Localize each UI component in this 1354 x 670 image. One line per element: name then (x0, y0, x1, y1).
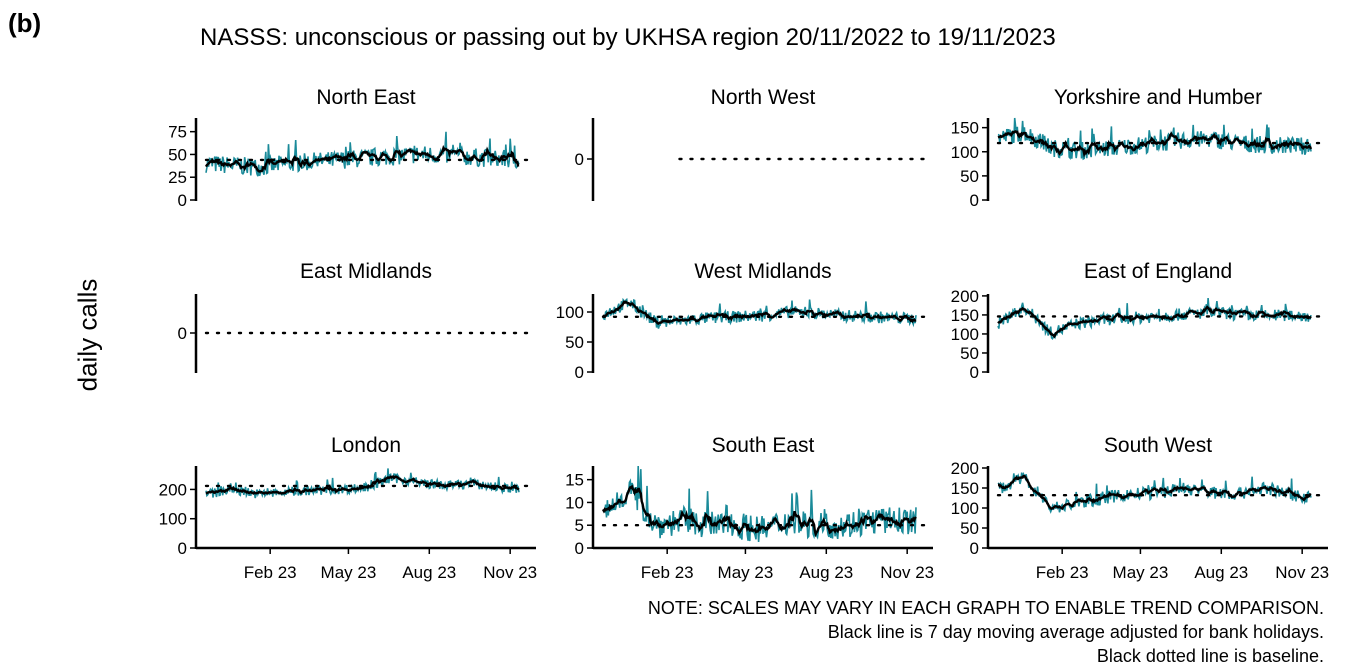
x-tick-label-south-east-nov-23: Nov 23 (880, 563, 934, 582)
y-tick-label-north-east-50: 50 (168, 145, 187, 164)
moving-average-line-west-midlands (602, 300, 917, 325)
y-tick-label-east-of-england-100: 100 (951, 325, 979, 344)
x-tick-label-london-may-23: May 23 (321, 563, 377, 582)
x-tick-label-london-feb-23: Feb 23 (244, 563, 297, 582)
x-tick-label-south-west-may-23: May 23 (1113, 563, 1169, 582)
note-scales: NOTE: SCALES MAY VARY IN EACH GRAPH TO E… (647, 598, 1324, 618)
x-tick-label-south-west-feb-23: Feb 23 (1036, 563, 1089, 582)
x-tick-label-london-aug-23: Aug 23 (402, 563, 456, 582)
moving-average-line-south-east (601, 484, 917, 538)
y-tick-label-east-of-england-0: 0 (970, 363, 979, 382)
y-tick-label-london-200: 200 (159, 480, 187, 499)
chart-title-north-west: North West (711, 86, 816, 109)
y-tick-label-west-midlands-100: 100 (556, 303, 584, 322)
y-tick-label-yorkshire-and-humber-100: 100 (951, 143, 979, 162)
y-tick-label-west-midlands-0: 0 (575, 363, 584, 382)
chart-title-south-west: South West (1104, 434, 1212, 457)
figure-notes: NOTE: SCALES MAY VARY IN EACH GRAPH TO E… (648, 596, 1324, 668)
x-tick-label-south-east-aug-23: Aug 23 (799, 563, 853, 582)
chart-yorkshire-and-humber: Yorkshire and Humber 0 50 100 150 (951, 86, 1325, 210)
daily-calls-line-south-west (997, 471, 1312, 514)
x-tick-label-south-west-nov-23: Nov 23 (1275, 563, 1329, 582)
y-tick-label-south-east-15: 15 (565, 471, 584, 490)
chart-west-midlands: West Midlands 0 50 100 (556, 260, 930, 382)
chart-title-north-east: North East (316, 86, 415, 109)
chart-north-east: North East 0 25 50 75 (168, 86, 533, 210)
y-tick-label-north-east-25: 25 (168, 168, 187, 187)
chart-title-west-midlands: West Midlands (694, 260, 831, 283)
x-tick-label-south-east-may-23: May 23 (718, 563, 774, 582)
chart-east-midlands: East Midlands 0 (178, 260, 533, 373)
y-tick-label-south-east-0: 0 (575, 539, 584, 558)
panel-label: (b) (8, 8, 42, 38)
y-tick-label-south-west-200: 200 (951, 459, 979, 478)
moving-average-line-south-west (997, 474, 1312, 511)
y-tick-label-yorkshire-and-humber-150: 150 (951, 119, 979, 138)
daily-calls-line-yorkshire-and-humber (997, 117, 1312, 161)
y-tick-label-north-west-0: 0 (575, 150, 584, 169)
x-tick-label-london-nov-23: Nov 23 (483, 563, 537, 582)
x-tick-label-south-west-aug-23: Aug 23 (1194, 563, 1248, 582)
figure-title: NASSS: unconscious or passing out by UKH… (200, 24, 1056, 51)
x-tick-label-south-east-feb-23: Feb 23 (641, 563, 694, 582)
chart-title-yorkshire-and-humber: Yorkshire and Humber (1054, 86, 1262, 109)
y-tick-label-london-100: 100 (159, 510, 187, 529)
y-tick-label-south-west-100: 100 (951, 499, 979, 518)
y-tick-label-yorkshire-and-humber-0: 0 (970, 191, 979, 210)
y-axis-label: daily calls (72, 278, 103, 392)
y-tick-label-west-midlands-50: 50 (565, 333, 584, 352)
chart-title-south-east: South East (712, 434, 815, 457)
y-tick-label-south-west-0: 0 (970, 539, 979, 558)
chart-title-east-midlands: East Midlands (300, 260, 432, 283)
y-tick-label-east-midlands-0: 0 (178, 324, 187, 343)
chart-north-west: North West 0 (575, 86, 930, 201)
chart-title-east-of-england: East of England (1084, 260, 1232, 283)
y-tick-label-south-west-50: 50 (960, 519, 979, 538)
y-tick-label-east-of-england-200: 200 (951, 287, 979, 306)
note-baseline: Black dotted line is baseline. (1096, 646, 1324, 666)
y-tick-label-yorkshire-and-humber-50: 50 (960, 167, 979, 186)
moving-average-line-london (205, 475, 520, 495)
y-tick-label-north-east-75: 75 (168, 123, 187, 142)
y-tick-label-london-0: 0 (178, 539, 187, 558)
chart-title-london: London (331, 434, 401, 457)
y-tick-label-north-east-0: 0 (178, 191, 187, 210)
y-tick-label-south-west-150: 150 (951, 479, 979, 498)
daily-calls-line-east-of-england (997, 297, 1312, 340)
note-moving-average: Black line is 7 day moving average adjus… (827, 622, 1324, 642)
y-tick-label-south-east-10: 10 (565, 493, 584, 512)
y-tick-label-south-east-5: 5 (575, 516, 584, 535)
moving-average-line-north-east (204, 144, 520, 173)
y-tick-label-east-of-england-150: 150 (951, 306, 979, 325)
y-tick-label-east-of-england-50: 50 (960, 344, 979, 363)
